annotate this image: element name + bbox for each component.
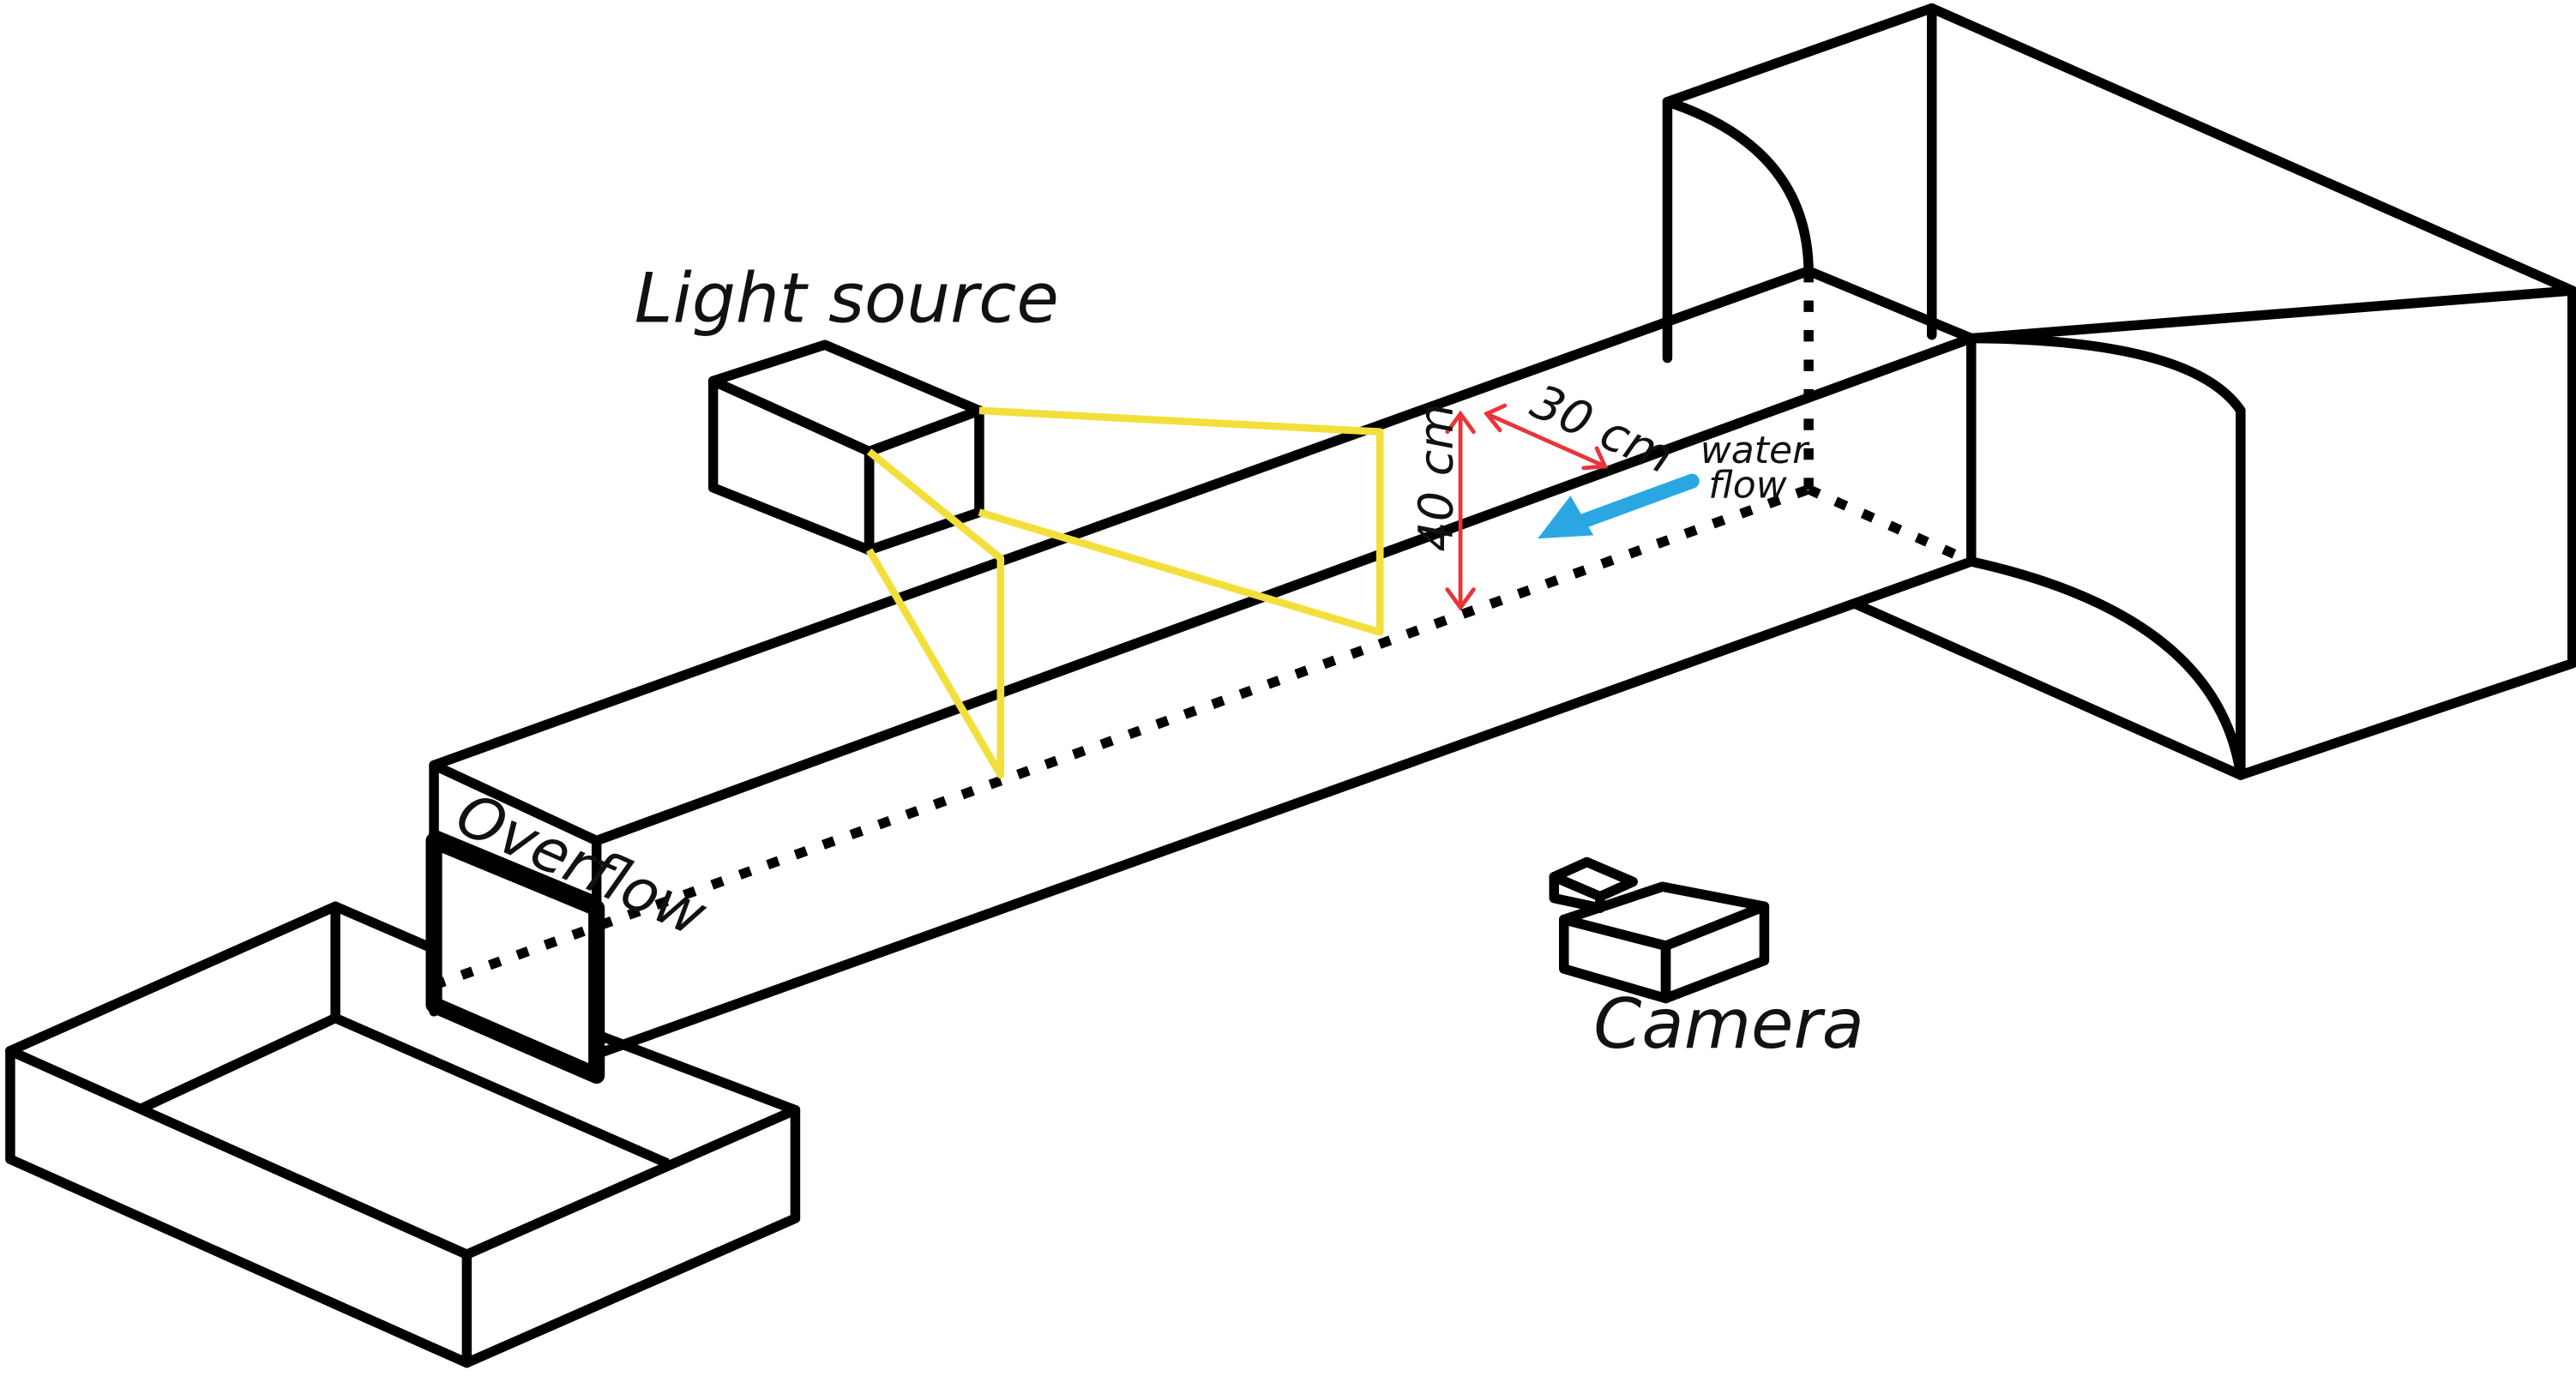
light-source bbox=[707, 339, 984, 556]
flow-arrow-shaft bbox=[1573, 473, 1700, 530]
light-beams bbox=[865, 406, 1384, 779]
camera bbox=[1549, 856, 1770, 1004]
beam-top bbox=[978, 406, 1384, 636]
camera-lens bbox=[1549, 856, 1638, 913]
hidden-bottom-edge bbox=[432, 484, 1811, 990]
flow-arrow-head bbox=[1538, 496, 1594, 539]
height-dimension-label: 40 cm bbox=[1409, 404, 1465, 552]
flow-label: flow bbox=[1708, 463, 1787, 507]
height-dimension-arrow bbox=[1445, 410, 1476, 611]
width-dimension-arrow bbox=[1483, 403, 1609, 471]
beam-bottom bbox=[865, 448, 1005, 779]
light-source-label: Light source bbox=[635, 257, 1059, 338]
camera-label: Camera bbox=[1593, 983, 1864, 1064]
inlet-reservoir bbox=[1662, 3, 2576, 780]
flume-channel bbox=[425, 266, 1977, 1085]
water-flow: water flow bbox=[1538, 429, 1810, 539]
water-label: water bbox=[1700, 429, 1810, 472]
outlet-tank bbox=[5, 901, 801, 1368]
